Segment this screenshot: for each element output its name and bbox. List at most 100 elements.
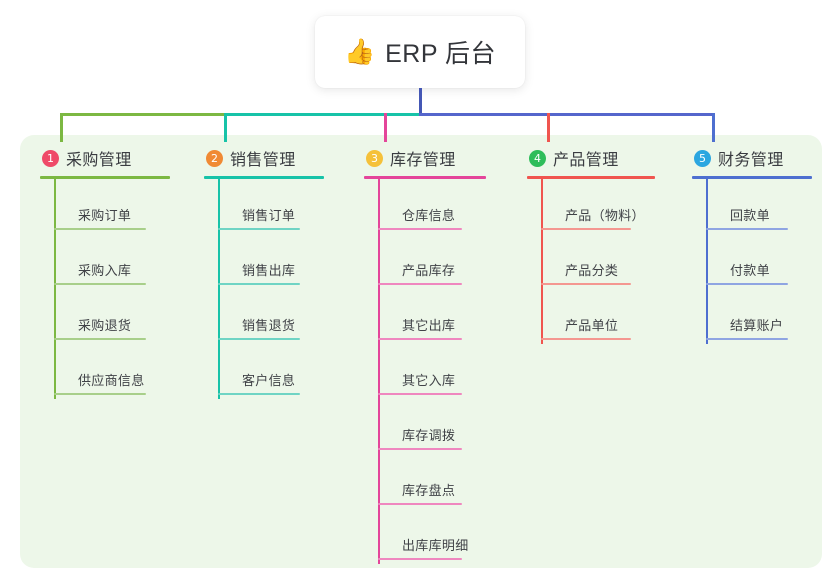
branch-header[interactable]: 5 财务管理 [692, 146, 812, 170]
branch-item-label: 产品库存 [402, 263, 456, 278]
branch-column: 5 财务管理回款单付款单结算账户 [692, 146, 812, 344]
branch-item[interactable]: 产品库存 [378, 234, 486, 289]
branch-drop-connector [224, 113, 227, 142]
branch-item-label: 客户信息 [242, 373, 296, 388]
branch-item[interactable]: 采购入库 [54, 234, 170, 289]
branch-header[interactable]: 2 销售管理 [204, 146, 324, 170]
branch-drop-connector [60, 113, 63, 142]
branch-column: 4 产品管理产品（物料） 产品分类产品单位 [527, 146, 655, 344]
connector-bar-segment [60, 113, 227, 116]
branch-item[interactable]: 采购订单 [54, 179, 170, 234]
connector-bar-segment [224, 113, 422, 116]
branch-item-label: 采购入库 [78, 263, 132, 278]
branch-item[interactable]: 库存盘点 [378, 454, 486, 509]
branch-item[interactable]: 其它出库 [378, 289, 486, 344]
branch-title: 财务管理 [718, 152, 784, 169]
branch-item-underline [218, 283, 300, 285]
branch-item-underline [54, 283, 146, 285]
branch-item[interactable]: 出库库明细 [378, 509, 486, 564]
branch-underline [364, 176, 486, 179]
branch-item-underline [54, 338, 146, 340]
branch-items: 仓库信息产品库存其它出库其它入库库存调拨库存盘点出库库明细 [364, 179, 486, 564]
branch-column: 3 库存管理仓库信息产品库存其它出库其它入库库存调拨库存盘点出库库明细 [364, 146, 486, 564]
branch-item-underline [54, 228, 146, 230]
branch-item[interactable]: 产品（物料） [541, 179, 655, 234]
branch-items: 产品（物料） 产品分类产品单位 [527, 179, 655, 344]
branch-number-badge: 2 [206, 149, 223, 167]
branch-item-underline [706, 283, 788, 285]
root-node[interactable]: 👍 ERP 后台 [315, 16, 525, 88]
branch-column: 1 采购管理采购订单采购入库采购退货供应商信息 [40, 146, 170, 399]
branch-header[interactable]: 1 采购管理 [40, 146, 170, 170]
branch-item[interactable]: 产品单位 [541, 289, 655, 344]
branch-number-badge: 1 [42, 149, 59, 167]
branch-items: 回款单付款单结算账户 [692, 179, 812, 344]
branch-number-badge: 4 [529, 149, 546, 167]
branch-item-label: 产品单位 [565, 318, 619, 333]
branch-item-label: 销售出库 [242, 263, 296, 278]
branch-item-label: 结算账户 [730, 318, 784, 333]
branch-underline [204, 176, 324, 179]
branch-item-underline [378, 448, 462, 450]
branch-spine [541, 179, 543, 344]
branch-item[interactable]: 付款单 [706, 234, 812, 289]
branch-item-underline [706, 228, 788, 230]
branch-title: 产品管理 [553, 152, 619, 169]
branch-item-underline [378, 338, 462, 340]
branch-item[interactable]: 销售出库 [218, 234, 324, 289]
branch-items: 采购订单采购入库采购退货供应商信息 [40, 179, 170, 399]
root-stem-connector [419, 88, 422, 116]
connector-bar-segment [419, 113, 715, 116]
branch-item-underline [378, 393, 462, 395]
branch-drop-connector [712, 113, 715, 142]
branch-item-label: 库存盘点 [402, 483, 456, 498]
branch-item[interactable]: 其它入库 [378, 344, 486, 399]
branch-title: 销售管理 [230, 152, 296, 169]
branch-drop-connector [547, 113, 550, 142]
branch-item-underline [706, 338, 788, 340]
root-title: ERP 后台 [385, 40, 497, 68]
branch-spine [218, 179, 220, 399]
branch-item-underline [541, 338, 631, 340]
branch-item-label: 付款单 [730, 263, 770, 278]
branch-number-badge: 3 [366, 149, 383, 167]
branch-title: 采购管理 [66, 152, 132, 169]
branch-underline [40, 176, 170, 179]
branch-item[interactable]: 销售退货 [218, 289, 324, 344]
branch-drop-connector [384, 113, 387, 142]
branch-item[interactable]: 供应商信息 [54, 344, 170, 399]
branch-item-label: 产品（物料） [565, 208, 645, 223]
branch-header[interactable]: 4 产品管理 [527, 146, 655, 170]
branch-item-underline [378, 558, 462, 560]
branch-underline [692, 176, 812, 179]
branch-item-underline [218, 338, 300, 340]
branch-item-label: 出库库明细 [402, 538, 469, 553]
branch-item-underline [378, 283, 462, 285]
branch-item-label: 供应商信息 [78, 373, 145, 388]
branch-item[interactable]: 销售订单 [218, 179, 324, 234]
branch-number-badge: 5 [694, 149, 711, 167]
branch-item-label: 仓库信息 [402, 208, 456, 223]
branch-item[interactable]: 仓库信息 [378, 179, 486, 234]
branch-spine [706, 179, 708, 344]
branches-panel [20, 135, 822, 568]
branch-spine [54, 179, 56, 399]
branch-column: 2 销售管理销售订单销售出库销售退货客户信息 [204, 146, 324, 399]
branch-item[interactable]: 产品分类 [541, 234, 655, 289]
branch-item-label: 其它出库 [402, 318, 456, 333]
branch-item[interactable]: 回款单 [706, 179, 812, 234]
branch-spine [378, 179, 380, 564]
branch-item[interactable]: 库存调拨 [378, 399, 486, 454]
branch-title: 库存管理 [390, 152, 456, 169]
branch-item-label: 销售退货 [242, 318, 296, 333]
branch-header[interactable]: 3 库存管理 [364, 146, 486, 170]
branch-item-underline [541, 283, 631, 285]
branch-item[interactable]: 结算账户 [706, 289, 812, 344]
branch-item[interactable]: 采购退货 [54, 289, 170, 344]
branch-item-label: 其它入库 [402, 373, 456, 388]
thumbs-up-icon: 👍 [343, 37, 376, 66]
branch-item-label: 采购退货 [78, 318, 132, 333]
branch-item[interactable]: 客户信息 [218, 344, 324, 399]
branch-item-label: 采购订单 [78, 208, 132, 223]
